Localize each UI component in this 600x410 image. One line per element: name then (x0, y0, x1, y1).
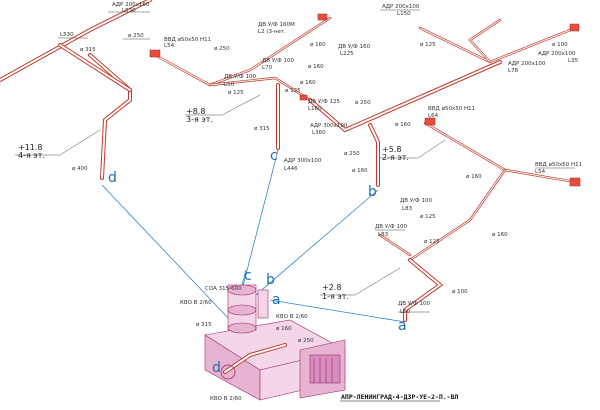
label-l160: L160 (308, 106, 322, 112)
label-l150: L150 (397, 11, 411, 17)
letter-d-lower: d (212, 360, 221, 376)
letter-b-mid: b (368, 184, 377, 200)
label-mark-5-8: +5.8 (382, 145, 401, 154)
label-kv0b: КВО В 2/60 (276, 314, 308, 320)
label-dvu-125: ДВ У/Ф 125 (308, 99, 341, 105)
label-coa: СОА 315-600 (205, 286, 242, 292)
letter-a-right: a (398, 318, 407, 334)
label-d250-c: ø 250 (344, 151, 360, 157)
label-d160-b: ø 160 (308, 64, 324, 70)
label-kv0c: КВО В 2/60 (210, 396, 242, 402)
label-d100-low: ø 100 (452, 289, 468, 295)
label-d125-top: ø 125 (420, 42, 436, 48)
label-d125-c: ø 125 (420, 214, 436, 220)
label-dvu-100d: ДВ У/Ф 100 (375, 224, 408, 230)
label-kv0: КВО В 2/60 (180, 300, 212, 306)
label-dvu-160m: ДВ У/Ф 160М (258, 22, 295, 28)
label-d250-top: ø 250 (128, 33, 144, 39)
label-l54: L54 (164, 43, 175, 49)
label-l54b: L54 (535, 169, 546, 175)
label-mark-2-8: +2.8 (322, 283, 341, 292)
duct-riser-a (403, 258, 444, 322)
label-d250-m: ø 250 (214, 46, 230, 52)
label-d160-low: ø 160 (276, 326, 292, 332)
label-d125-d: ø 125 (424, 239, 440, 245)
label-d100-r: ø 100 (552, 42, 568, 48)
label-floor4: 4-я эт. (18, 151, 45, 160)
grilles (149, 13, 581, 187)
leader-lines (15, 9, 575, 313)
label-dvu-100: ДВ У/Ф 100 (262, 58, 295, 64)
label-adr200x100-rr: АДР 200х100 (538, 51, 576, 57)
label-vvd-l54: ВВД ø50х50 Н11 (164, 37, 211, 43)
grille-mid (299, 94, 308, 101)
grille-l54b (569, 177, 581, 187)
air-handling-unit (204, 284, 346, 401)
duct-network (0, 0, 577, 322)
label-l83b: L83 (378, 232, 389, 238)
label-l530: L530 (122, 8, 136, 14)
label-vvd-l54b: ВВД ø50х50 Н11 (535, 162, 582, 168)
label-l225: L225 (340, 51, 354, 57)
label-d160-f: ø 160 (492, 232, 508, 238)
label-adr200x160: АДР 200х160 (112, 2, 150, 8)
letter-d-upper: d (108, 170, 117, 186)
label-d125-a: ø 125 (228, 90, 244, 96)
label-d160-d: ø 160 (352, 168, 368, 174)
label-l60: L60 (400, 309, 411, 315)
grille-top-left (149, 49, 161, 58)
label-l446: L446 (284, 166, 298, 172)
label-dvu-160-b: ДВ У/Ф 160 (338, 44, 371, 50)
riser-letters: d c b c b a a d (108, 148, 407, 376)
label-l83: L83 (402, 206, 413, 212)
label-l78: L78 (508, 68, 519, 74)
title-block: АПР-ЛЕНИНГРАД-4-ДЗР-УЕ-2-П.-ВЛ (340, 393, 458, 402)
label-dvu-100b: ДВ У/Ф 100 (224, 74, 257, 80)
label-vvd-l64: ВВД ø50х50 Н11 (428, 106, 475, 112)
label-l2: L2 (3-нет. (258, 29, 286, 35)
label-d315-mid: ø 315 (254, 126, 270, 132)
grille-l64 (424, 117, 436, 126)
label-adr200x100-r: АДР 200х100 (508, 61, 546, 67)
label-l64: L64 (428, 113, 439, 119)
letter-c-upper: c (270, 148, 278, 164)
text-labels: АДР 200х160 L530 L530 ø 250 ø 315 АДР 20… (18, 2, 582, 402)
grille-right-top (569, 23, 580, 32)
label-l50: L50 (224, 82, 235, 88)
label-floor2: 2-я эт. (382, 153, 409, 162)
label-d160-mid: ø 160 (395, 122, 411, 128)
label-mark-8-8: +8.8 (186, 107, 205, 116)
label-l530b: L530 (60, 32, 74, 38)
label-d125-b: ø 125 (285, 88, 301, 94)
label-d315-low: ø 315 (196, 322, 212, 328)
label-adr300x100: АДР 300х100 (310, 123, 348, 129)
label-adr300x100-b: АДР 300х100 (284, 158, 322, 164)
label-floor1: 1-я эт. (322, 292, 349, 301)
label-d400: ø 400 (72, 166, 88, 172)
label-d160-c: ø 160 (300, 80, 316, 86)
label-floor3: 3-я эт. (186, 115, 213, 124)
label-dvu-100e: ДВ У/Ф 100 (398, 301, 431, 307)
label-dvu-100c: ДВ У/Ф 100 (400, 198, 433, 204)
label-l70: L70 (262, 65, 273, 71)
label-d315-top: ø 315 (80, 47, 96, 53)
grille-top-mid (317, 13, 328, 21)
label-d160-a: ø 160 (310, 42, 326, 48)
title-block-text: АПР-ЛЕНИНГРАД-4-ДЗР-УЕ-2-П.-ВЛ (341, 393, 458, 401)
label-d250-low: ø 250 (298, 338, 314, 344)
label-l360: L360 (312, 130, 326, 136)
letter-c-lower: c (244, 268, 252, 284)
duct-right-branch (423, 121, 577, 184)
duct-second-floor-main (308, 60, 502, 133)
letter-a-mid: a (272, 292, 281, 308)
connection-lines (101, 149, 406, 323)
label-d250-mid: ø 250 (355, 100, 371, 106)
label-mark-11-8: +11.8 (18, 143, 43, 152)
label-l35: L35 (568, 58, 579, 64)
label-d160-e: ø 160 (466, 174, 482, 180)
label-adr200x100-tr: АДР 200х100 (382, 4, 420, 10)
letter-b-lower: b (266, 272, 275, 288)
